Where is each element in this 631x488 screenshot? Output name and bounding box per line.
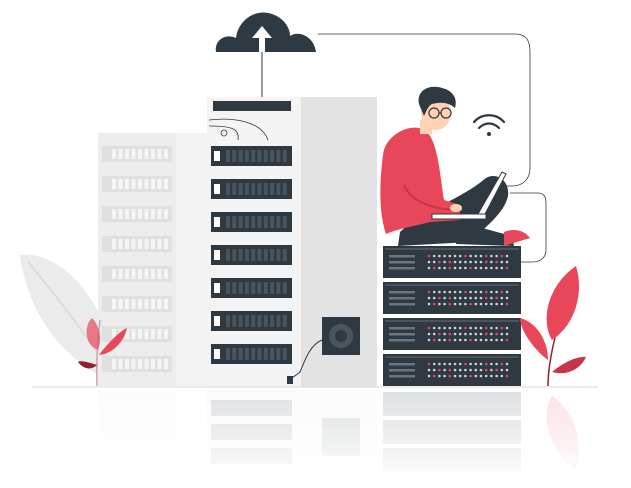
red-plant-right [520, 266, 586, 387]
main-server-rack [207, 97, 377, 387]
person-with-laptop [380, 86, 530, 246]
cloud-upload-icon [215, 12, 547, 263]
back-rack-unit [102, 206, 172, 222]
back-server-rack [98, 133, 210, 386]
rack-drive-unit [211, 311, 292, 331]
back-rack-unit [102, 146, 172, 162]
rack-drive-unit [211, 212, 292, 232]
wifi-icon [472, 114, 506, 136]
stack-server-unit [383, 318, 521, 350]
fan-icon [287, 317, 360, 384]
red-plant-left [78, 318, 127, 387]
server-stack [383, 246, 521, 386]
back-rack-unit [102, 236, 172, 252]
rack-drive-unit [211, 179, 292, 199]
stack-server-unit [383, 282, 521, 314]
laptop-icon [431, 171, 507, 220]
back-rack-unit [102, 296, 172, 312]
rack-drive-unit [211, 146, 292, 166]
back-rack-unit [102, 176, 172, 192]
rack-drive-unit [211, 278, 292, 298]
rack-drive-unit [211, 344, 292, 364]
back-rack-unit [102, 266, 172, 282]
stack-server-unit [383, 354, 521, 386]
stack-server-unit [383, 246, 521, 278]
rack-drive-unit [211, 245, 292, 265]
back-rack-unit [102, 356, 172, 372]
